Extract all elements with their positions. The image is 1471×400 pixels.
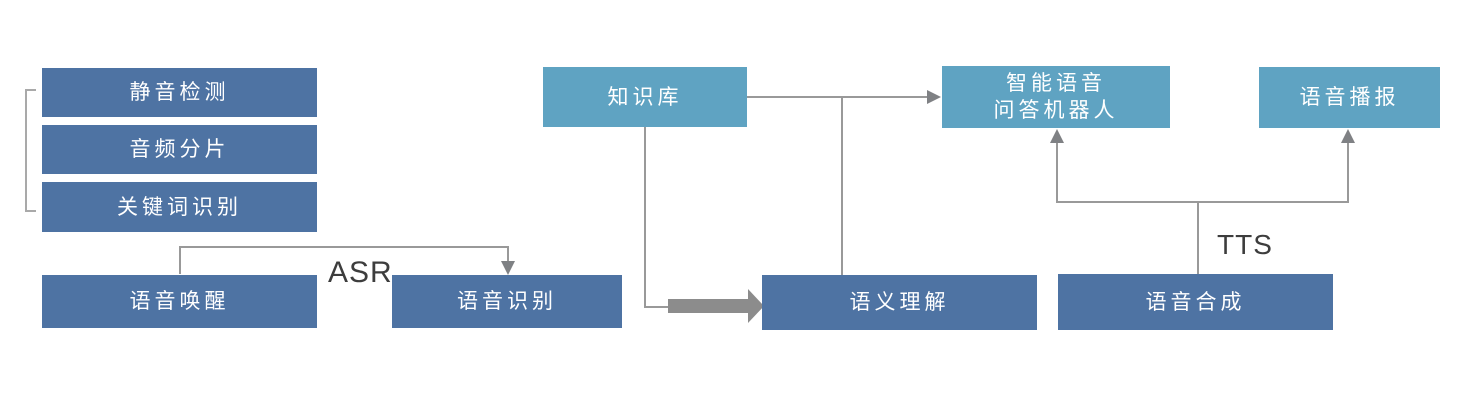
connector-knowledge-elbow [644,127,670,308]
node-voice-broadcast: 语音播报 [1259,67,1440,128]
group-bracket [25,89,36,212]
node-speech-synthesis: 语音合成 [1058,274,1333,330]
connector-wakeup-to-recognition [179,246,509,274]
node-qa-robot: 智能语音 问答机器人 [942,66,1170,128]
arrowhead-up-into-qa-robot [1050,129,1064,143]
arrowhead-up-into-voice-broadcast [1341,129,1355,143]
edge-label-tts: TTS [1217,229,1273,260]
arrowhead-into-speech-recognition [501,261,515,275]
edge-label-asr: ASR [328,256,393,289]
node-semantic-understanding: 语义理解 [762,275,1037,330]
connector-tts-fork [1056,142,1349,203]
node-voice-wakeup: 语音唤醒 [42,275,317,328]
node-silence-detection: 静音检测 [42,68,317,117]
node-speech-recognition: 语音识别 [392,275,622,328]
arrowhead-into-qa-robot [927,90,941,104]
node-knowledge-base: 知识库 [543,67,747,127]
node-audio-slicing: 音频分片 [42,125,317,174]
node-keyword-spotting: 关键词识别 [42,182,317,232]
thick-arrow-into-semantic [668,289,764,323]
